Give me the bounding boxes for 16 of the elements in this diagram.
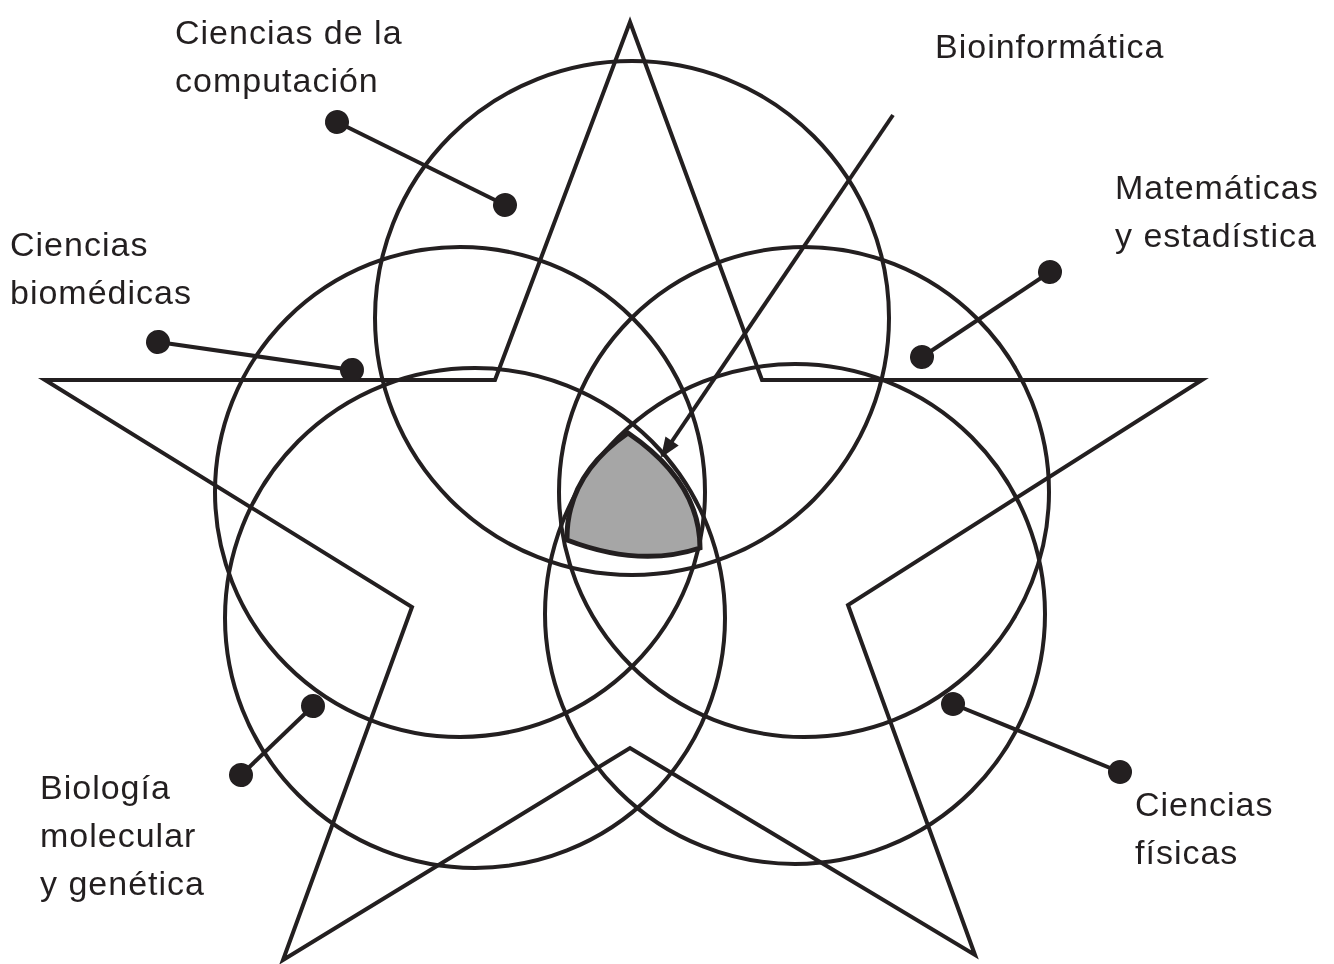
area-label: Matemáticas y estadística <box>1115 163 1330 259</box>
leader-line <box>660 113 895 458</box>
area-label: Bioinformática <box>935 22 1215 70</box>
area-label: Biología molecular y genética <box>40 763 215 907</box>
area-label: Ciencias biomédicas <box>10 220 210 316</box>
shaded-region <box>564 430 703 559</box>
leader-line <box>229 694 325 787</box>
area-label: Ciencias físicas <box>1135 780 1305 876</box>
leader-line <box>910 260 1062 369</box>
leader-line <box>941 692 1132 784</box>
circle <box>543 362 1047 866</box>
leader-line <box>325 110 517 217</box>
area-label: Ciencias de la computación <box>175 8 410 104</box>
circle <box>213 245 707 739</box>
circle <box>557 245 1051 739</box>
circle <box>223 366 727 870</box>
